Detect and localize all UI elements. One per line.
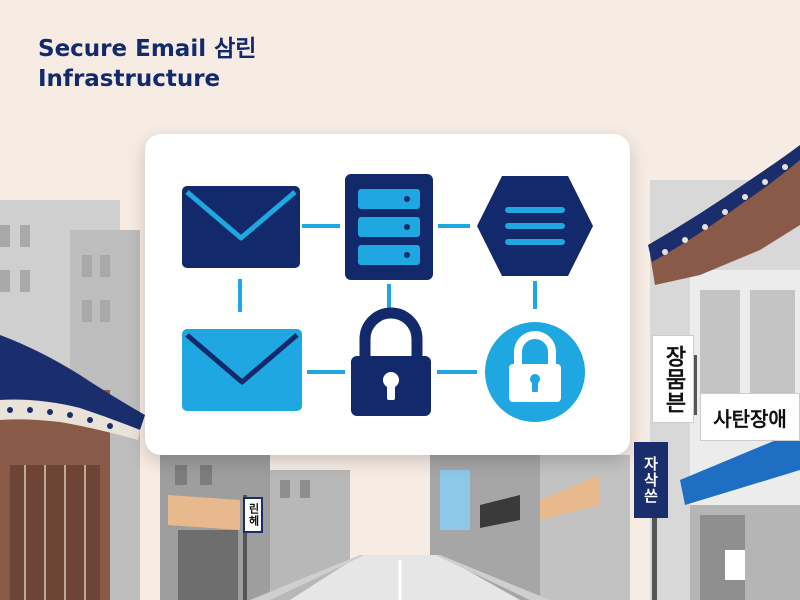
- title-line-2: Infrastructure: [38, 66, 221, 92]
- infrastructure-diagram: [182, 174, 593, 422]
- padlock-circle-icon: [485, 322, 585, 422]
- title-line-1: Secure Email 삼린: [38, 36, 257, 62]
- left-hanok-roof: [0, 335, 145, 430]
- right-hanok-roof: [648, 145, 800, 262]
- connector-lines: [238, 224, 537, 374]
- infrastructure-card: [145, 134, 630, 455]
- left-pole-sign: 린헤: [243, 497, 263, 533]
- right-horizontal-sign: 사탄장애: [700, 393, 800, 441]
- server-icon: [345, 174, 433, 280]
- right-blue-awning: [680, 430, 800, 505]
- right-vertical-sign-1: 장뭄븐: [652, 335, 694, 423]
- left-awning: [168, 495, 240, 530]
- hexagon-list-icon: [477, 176, 593, 276]
- envelope-icon-blue: [182, 329, 302, 411]
- right-awning: [540, 475, 600, 520]
- padlock-icon-navy: [351, 307, 431, 416]
- page-title: Secure Email 삼린 Infrastructure: [38, 34, 256, 94]
- envelope-icon-navy: [182, 186, 300, 268]
- right-vertical-sign-2: 자삭쓴: [634, 442, 668, 518]
- road: [290, 555, 520, 600]
